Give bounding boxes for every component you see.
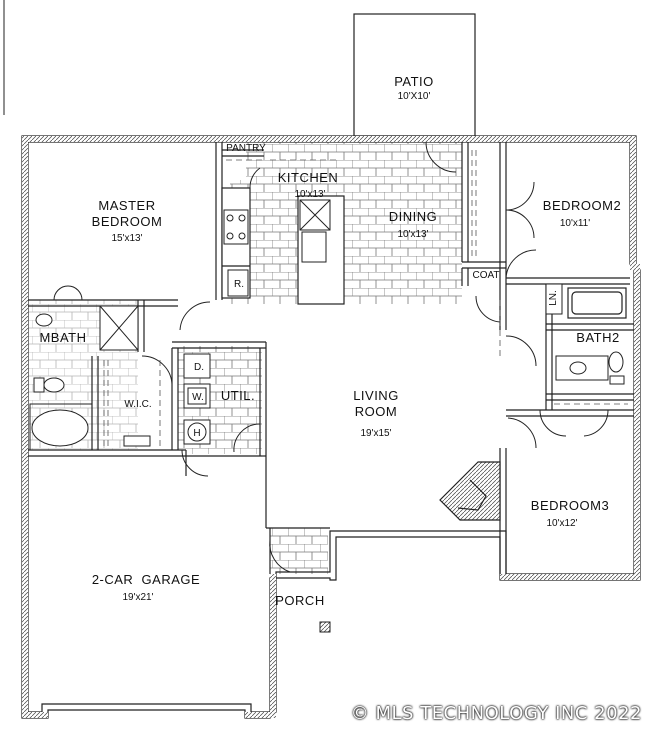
bedroom3-label: BEDROOM3 <box>531 498 609 513</box>
dryer-label: D. <box>194 362 204 373</box>
bedroom3-dim: 10'x12' <box>546 518 577 529</box>
util-label: UTIL. <box>221 388 255 403</box>
wall-fill <box>22 136 640 718</box>
kitchen-dim: 10'x13' <box>294 189 325 200</box>
dining-dim: 10'x13' <box>397 229 428 240</box>
patio-label: PATIO <box>394 74 434 89</box>
porch-label: PORCH <box>275 593 324 608</box>
fridge-label: R. <box>234 279 244 290</box>
master-label-2: BEDROOM <box>92 214 163 229</box>
living-label-2: ROOM <box>355 404 397 419</box>
pantry-label: PANTRY <box>226 143 266 154</box>
living-dim: 19'x15' <box>360 428 391 439</box>
doors <box>53 141 609 573</box>
fixtures <box>29 199 625 633</box>
wic-label: W.I.C. <box>124 399 151 410</box>
bedroom2-label: BEDROOM2 <box>543 198 621 213</box>
coat-label: COAT <box>472 270 499 281</box>
kitchen-label: KITCHEN <box>278 170 339 185</box>
patio-dim: 10'X10' <box>398 91 431 102</box>
garage-dim: 19'x21' <box>122 592 153 603</box>
mbath-label: MBATH <box>39 330 86 345</box>
linen-label: LN. <box>548 290 559 306</box>
bath2-label: BATH2 <box>576 330 619 345</box>
washer-label: W. <box>192 392 204 403</box>
closet-rods <box>103 150 628 446</box>
living-label-1: LIVING <box>353 388 399 403</box>
watermark: © MLS TECHNOLOGY INC 2022 <box>350 703 642 724</box>
garage-label: 2-CAR GARAGE <box>92 572 200 587</box>
room-labels: PATIO 10'X10' MASTER BEDROOM 15'x13' PAN… <box>39 74 621 608</box>
water-heater-label: H <box>193 428 200 439</box>
master-dim: 15'x13' <box>111 233 142 244</box>
dining-label: DINING <box>389 209 438 224</box>
bedroom2-dim: 10'x11' <box>560 218 590 229</box>
master-label-1: MASTER <box>98 198 155 213</box>
